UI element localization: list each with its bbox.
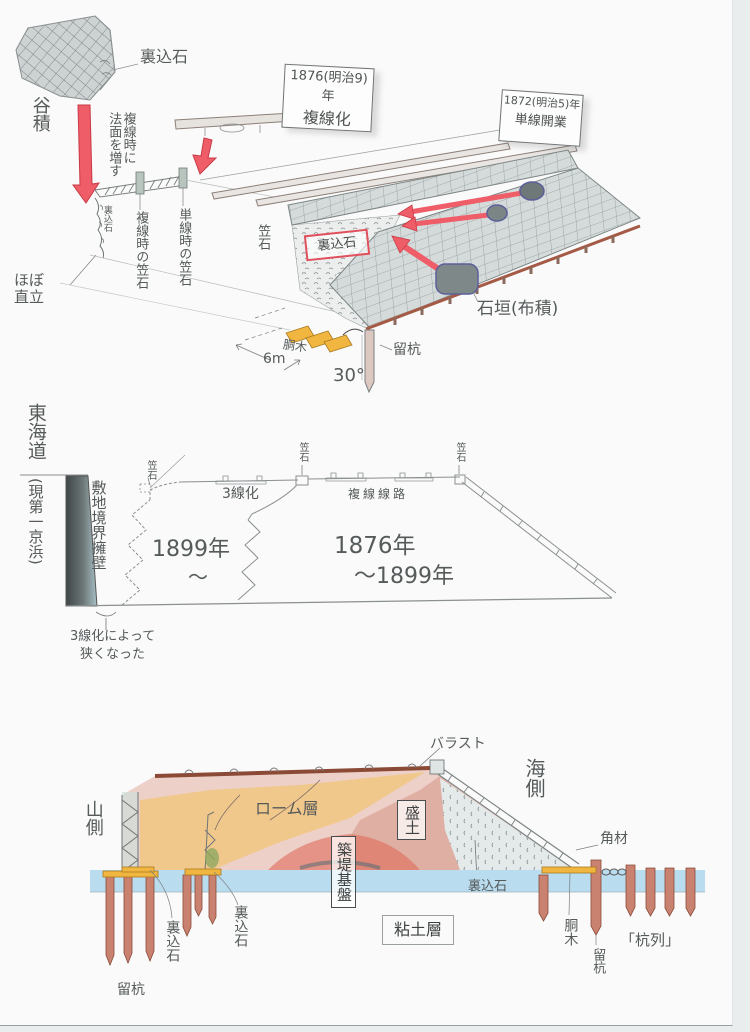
upper-rail-piece <box>174 112 294 136</box>
narrowed-note-line-2: 狭くなった <box>80 646 146 662</box>
single-track-capstone-label: 単線時の笠石 <box>176 208 192 286</box>
period-1876-end: 〜1899年 <box>354 564 454 589</box>
capstone-label-1876: 笠石 <box>297 442 308 462</box>
triple-track-label: 3線化 <box>222 486 259 502</box>
embankment-base-label: 築堤基盤 <box>331 836 356 908</box>
stone-wall-face <box>329 167 641 329</box>
loam-layer-zone <box>140 772 425 870</box>
sign-1876-caption: 複線化 <box>302 107 352 129</box>
nearly-vertical-line-2: 直立 <box>14 287 45 306</box>
slope-1876 <box>237 465 466 601</box>
sea-side-label: 海側 <box>522 758 546 798</box>
period-1899-start: 1899年 <box>152 537 230 562</box>
nearly-vertical-line-1: ほぼ <box>14 271 45 289</box>
double-track-slope-note: 複線時に 法面を増す <box>106 112 135 177</box>
mountain-side-stone-wall <box>121 792 219 873</box>
capstone-label-right: 笠石 <box>454 442 465 462</box>
slope-1899 <box>121 454 299 606</box>
sign-1876-double-track: 1876(明治9)年 複線化 <box>281 63 375 133</box>
red-arrows-to-backfill <box>391 190 523 273</box>
clay-layer-label: 粘土層 <box>382 915 454 945</box>
right-stone-slope <box>461 476 617 599</box>
tanizumi-stone-block <box>15 15 139 101</box>
backfill-stone-right-label: 裏込石 <box>468 879 508 894</box>
backfill-stone-left1-label: 裏込石 <box>164 920 181 962</box>
nearly-vertical-label: ほぼ 直立 <box>14 272 44 305</box>
retaining-pile-right-label: 留杭 <box>590 948 606 974</box>
double-track-capstone-label: 複線時の笠石 <box>133 211 149 289</box>
bottom-cross-section <box>90 747 705 967</box>
narrowed-note: 3線化によって 狭くなった <box>70 628 155 663</box>
sign-1876-year: 1876(明治9)年 <box>289 68 369 105</box>
boundary-wall-label: 敷地境界擁壁 <box>89 480 108 570</box>
narrowed-note-line-1: 3線化によって <box>70 629 156 644</box>
backfill-stone-small-label: 裏込石 <box>101 205 112 232</box>
red-arrow-large <box>72 104 101 204</box>
tokaido-label: 東海道 <box>24 403 47 460</box>
width-label: 6m <box>263 351 286 367</box>
fill-label: 盛土 <box>397 800 426 840</box>
leader-lines <box>149 844 599 945</box>
note-line-1: 複線時に <box>120 112 136 164</box>
backfill-stone-left2-label: 裏込石 <box>232 905 249 947</box>
note-line-2: 法面を増す <box>106 112 122 177</box>
retaining-pile-label: 留杭 <box>393 342 421 358</box>
ground-line <box>65 597 613 607</box>
groundwater-band <box>90 870 705 892</box>
loam-layer-label: ローム層 <box>255 799 319 818</box>
retaining-pile-left-label: 留杭 <box>117 982 145 998</box>
tokaido-current-label: (現第一京浜) <box>26 478 45 565</box>
pile-row-label: 「杭列」 <box>620 931 681 949</box>
retaining-stake <box>342 328 393 394</box>
dougi-bottom-label: 胴木 <box>562 918 579 946</box>
ballast-and-rails <box>154 747 441 778</box>
top-perspective-sketch <box>15 15 641 394</box>
mountain-side-label: 山側 <box>82 800 104 836</box>
main-rails <box>199 129 578 207</box>
dougi-beams <box>102 866 597 878</box>
backfill-stone-label: 裏込石 <box>140 47 189 66</box>
period-1899-tilde: 〜 <box>188 565 208 589</box>
middle-cross-section <box>20 454 617 630</box>
highlighted-stones <box>435 181 545 303</box>
double-track-line-label: 複線線路 <box>348 487 409 501</box>
capstone-label: 笠石 <box>255 224 271 250</box>
piles <box>105 859 696 967</box>
stone-wall-label: 石垣(布積) <box>477 299 559 319</box>
capstone-label-1899: 笠石 <box>145 460 156 480</box>
period-1876-start: 1876年 <box>334 533 416 559</box>
ballast-label: バラスト <box>430 736 486 752</box>
sign-1872-single-track-opening: 1872(明治5)年 単線開業 <box>498 89 584 147</box>
sea-side-stone-slope <box>429 759 580 871</box>
red-arrow-small <box>192 137 218 175</box>
chain-link <box>601 868 627 876</box>
square-timber-label: 角材 <box>600 831 628 847</box>
angle-label: 30° <box>333 365 365 386</box>
tanizumi-label: 谷積 <box>29 96 51 132</box>
dougi-timbers <box>235 307 363 380</box>
